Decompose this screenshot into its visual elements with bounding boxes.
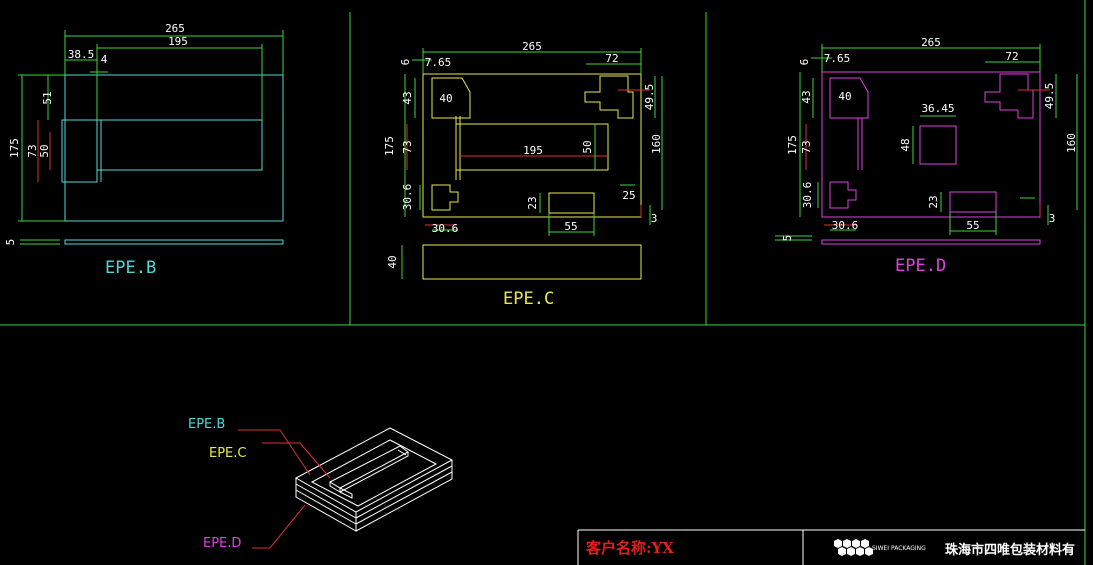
dim-epe-d-48: 48 xyxy=(899,138,912,151)
dim-epe-c-175: 175 xyxy=(383,136,396,156)
dim-epe-c-3: 3 xyxy=(651,212,658,225)
epe-b-slot xyxy=(61,119,263,183)
epe-c-pocket-bottom xyxy=(548,192,595,214)
epe-d-pocket-right xyxy=(984,73,1034,119)
dim-epe-d-7-65: 7.65 xyxy=(824,52,851,65)
dim-epe-d-55: 55 xyxy=(966,219,979,232)
company-logo-icon xyxy=(834,539,873,556)
dim-epe-d-43: 43 xyxy=(800,90,813,103)
assembly-leaders xyxy=(238,429,331,549)
dim-epe-d-265: 265 xyxy=(921,36,941,49)
epe-d-pocket-bottom xyxy=(949,191,997,213)
customer-name: 客户名称:YX xyxy=(585,539,674,557)
dim-epe-d-73: 73 xyxy=(800,140,813,153)
epe-d-pocket-center xyxy=(919,125,957,165)
dim-epe-c-265: 265 xyxy=(522,40,542,53)
dim-epe-d-72: 72 xyxy=(1005,50,1018,63)
dim-epe-c-6: 6 xyxy=(399,59,412,66)
dim-epe-b-73: 73 xyxy=(26,144,39,157)
dim-epe-d-5: 5 xyxy=(781,235,794,242)
brand-small-text: SIWEI PACKAGING xyxy=(872,545,926,552)
dim-epe-b-195: 195 xyxy=(168,35,188,48)
dim-epe-c-30-6-v: 30.6 xyxy=(401,184,414,211)
dim-epe-b-51: 51 xyxy=(41,91,54,104)
drawing-epe-b: 265 195 38.5 4 51 175 73 50 5 EPE.B xyxy=(4,22,284,278)
dim-epe-d-160: 160 xyxy=(1065,133,1078,153)
assembly-isometric xyxy=(294,427,454,532)
dim-epe-b-265: 265 xyxy=(165,22,185,35)
epe-d-outline xyxy=(821,71,1041,218)
dim-epe-b-5: 5 xyxy=(4,239,17,246)
dim-epe-b-175: 175 xyxy=(8,138,21,158)
company-name: 珠海市四唯包装材料有 xyxy=(945,542,1075,558)
title-epe-d: EPE.D xyxy=(895,256,946,276)
dim-epe-d-36-45: 36.45 xyxy=(921,102,954,115)
dim-epe-d-23: 23 xyxy=(927,195,940,208)
assembly-label-epe-b: EPE.B xyxy=(188,417,225,432)
dim-epe-d-30-6-v: 30.6 xyxy=(801,182,814,209)
assembly-label-epe-c: EPE.C xyxy=(209,446,246,461)
dim-epe-c-23: 23 xyxy=(526,196,539,209)
dim-epe-d-49-5: 49.5 xyxy=(1043,83,1056,110)
title-epe-b: EPE.B xyxy=(105,258,156,278)
dim-epe-c-160: 160 xyxy=(650,134,663,154)
title-epe-c: EPE.C xyxy=(503,289,554,309)
dim-epe-c-40: 40 xyxy=(439,92,452,105)
dim-epe-c-49-5: 49.5 xyxy=(643,84,656,111)
dim-epe-b-38-5: 38.5 xyxy=(68,48,95,61)
dim-epe-c-7-65: 7.65 xyxy=(425,56,452,69)
epe-c-pocket-right xyxy=(584,75,634,119)
dim-epe-c-195: 195 xyxy=(523,144,543,157)
drawing-epe-d: 265 7.65 72 6 43 40 36.45 49.5 175 73 48… xyxy=(775,36,1078,276)
dim-epe-d-175: 175 xyxy=(786,135,799,155)
dim-epe-c-50: 50 xyxy=(581,140,594,153)
assembly-label-epe-d: EPE.D xyxy=(203,536,241,551)
dim-epe-c-72: 72 xyxy=(605,52,618,65)
dim-epe-c-73: 73 xyxy=(401,140,414,153)
epe-b-outline xyxy=(64,74,284,222)
drawing-epe-c: 265 7.65 72 6 43 40 49.5 175 73 195 50 1… xyxy=(383,40,663,309)
epe-c-pocket-left xyxy=(431,77,471,119)
epe-d-pocket-bottom-left xyxy=(829,181,857,209)
dim-epe-d-3: 3 xyxy=(1049,212,1056,225)
dim-epe-c-25: 25 xyxy=(622,189,635,202)
dim-epe-d-40: 40 xyxy=(838,90,851,103)
epe-d-pocket-left xyxy=(829,77,869,119)
epe-b-side-view xyxy=(64,239,284,245)
title-block: 客户名称:YX SIWEI PACKAGING 珠海市四唯包装材料有 xyxy=(577,529,1085,565)
dim-epe-c-30-6-h: 30.6 xyxy=(432,222,459,235)
epe-c-outline xyxy=(422,73,642,218)
dim-epe-c-40-thk: 40 xyxy=(386,255,399,268)
dim-epe-c-55: 55 xyxy=(564,220,577,233)
dim-epe-b-50: 50 xyxy=(38,144,51,157)
dim-epe-d-30-6-h: 30.6 xyxy=(832,219,859,232)
epe-c-pocket-bottom-left xyxy=(431,184,459,211)
dim-epe-d-6: 6 xyxy=(798,59,811,66)
dim-epe-c-43: 43 xyxy=(401,91,414,104)
epe-d-side-view xyxy=(821,239,1041,245)
epe-c-side-view xyxy=(422,244,642,280)
dim-epe-b-4: 4 xyxy=(101,53,108,66)
